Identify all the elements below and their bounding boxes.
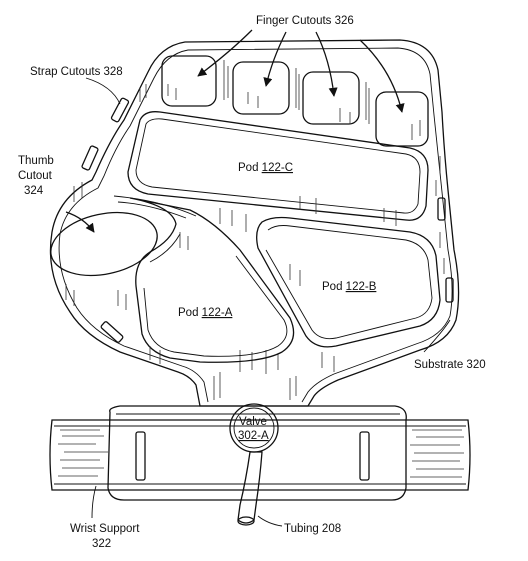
wrist-support [49, 419, 471, 491]
finger-cutout-3 [302, 71, 360, 125]
strap-cutout-5 [100, 321, 124, 343]
finger-arrow-2 [263, 31, 287, 87]
strap-cutout-3 [437, 197, 446, 221]
body-hatch [65, 84, 445, 372]
tubing-leader [257, 515, 283, 527]
label-pod-b-ref: 122-B [346, 281, 377, 293]
label-valve-line2: 302-A [238, 430, 269, 442]
label-pod-c-ref: 122-C [262, 162, 293, 174]
substrate-leader [423, 319, 451, 353]
strap-cutout-4 [445, 277, 454, 303]
label-pod-c-name: Pod [238, 162, 262, 174]
label-wrist-line2: 322 [92, 538, 111, 550]
label-wrist-line1: Wrist Support [70, 523, 140, 535]
label-thumb-line1: Thumb [18, 155, 54, 167]
strap-cutouts-328 [81, 97, 454, 343]
label-pod-a: Pod 122-A [178, 307, 233, 319]
finger-arrow-1 [197, 29, 253, 77]
wrist-leader [91, 485, 97, 519]
finger-arrow-4 [359, 39, 405, 113]
leader-lines [65, 29, 451, 527]
pod-122-c [127, 111, 429, 221]
finger-cutouts-326 [161, 55, 429, 147]
label-pod-a-ref: 122-A [202, 307, 233, 319]
finger-arrow-3 [315, 31, 338, 97]
finger-hatch [223, 60, 370, 124]
tubing-208 [237, 451, 263, 526]
strap-slot-right [359, 431, 370, 481]
wrist-hatch-left [58, 429, 108, 477]
thumb-cutout-324 [50, 195, 197, 277]
wrist-hatch-right [410, 429, 464, 478]
valve-302-a [229, 403, 279, 453]
substrate-320 [49, 39, 460, 407]
label-pod-b-name: Pod [322, 281, 346, 293]
strap-cutout-1 [110, 97, 130, 123]
label-pod-b: Pod 122-B [322, 281, 377, 293]
labels: Finger Cutouts 326 Strap Cutouts 328 Thu… [18, 15, 486, 550]
strap-cutout-2 [81, 145, 99, 171]
finger-cutout-2 [232, 61, 290, 115]
finger-cutout-4 [375, 91, 429, 147]
label-thumb-line2: Cutout [18, 170, 53, 182]
label-finger-cutouts: Finger Cutouts 326 [256, 15, 354, 27]
strap-leader [85, 77, 121, 105]
label-pod-a-name: Pod [178, 307, 202, 319]
thumb-arrow [65, 211, 95, 233]
stem-hatch [213, 350, 297, 400]
label-valve-line1: Valve [239, 416, 267, 428]
label-pod-c: Pod 122-C [238, 162, 293, 174]
label-strap-cutouts: Strap Cutouts 328 [30, 66, 123, 78]
label-tubing: Tubing 208 [284, 523, 341, 535]
pod-122-b [256, 216, 441, 348]
finger-cutout-1 [161, 55, 217, 107]
label-thumb-line3: 324 [24, 185, 44, 197]
substrate-plate [107, 405, 407, 501]
label-substrate: Substrate 320 [414, 359, 486, 371]
strap-slot-left [135, 431, 146, 481]
pod-122-a [129, 197, 295, 363]
